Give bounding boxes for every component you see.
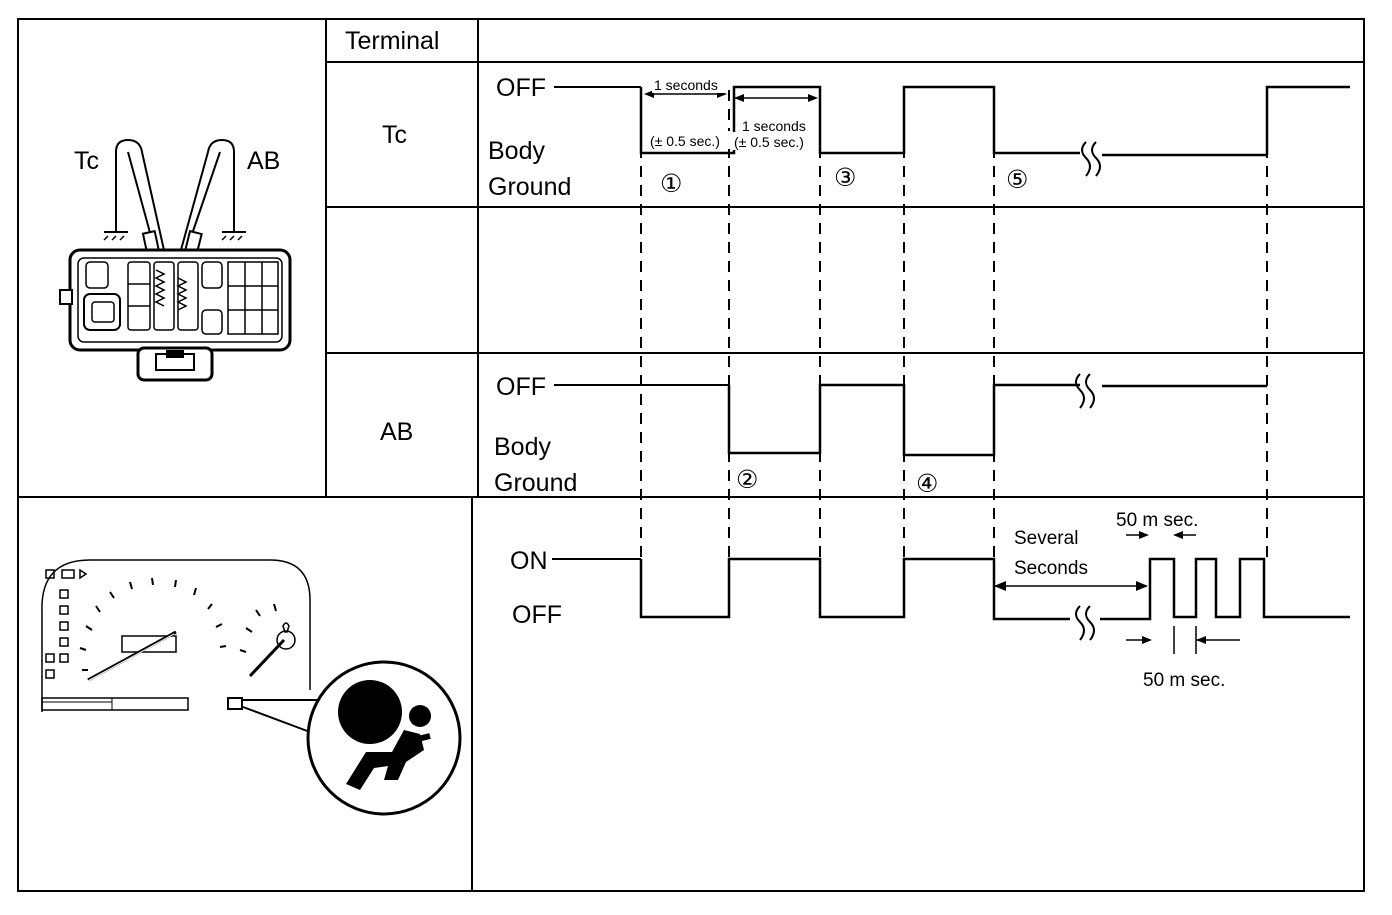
tc-off-label: OFF [496,74,546,102]
several-label: Several [1014,528,1078,549]
ab-waveform [554,373,1267,457]
terminal-header: Terminal [345,27,439,55]
dimension-arrows [644,90,1240,654]
pulse-width-bottom-label: 50 m sec. [1143,670,1225,691]
tc-body-label: Body [488,137,545,165]
step-4-marker: ④ [916,470,938,498]
connector-tc-label: Tc [74,147,99,175]
connector-illustration-icon: Tc AB [59,138,292,382]
airbag-warning-icon [306,660,462,816]
row-label-ab: AB [380,418,413,446]
break-mark-icon [1075,373,1095,409]
break-mark-icon [1075,605,1095,641]
light-on-label: ON [510,547,548,575]
instrument-cluster-icon [41,559,319,736]
timing-guides [640,90,1268,560]
tolerance-2-label: (± 0.5 sec.) [734,134,804,150]
step-5-marker: ⑤ [1006,166,1028,194]
step-3-marker: ③ [834,164,856,192]
tc-waveform [554,85,1350,177]
row-label-tc: Tc [382,121,407,149]
ab-body-label: Body [494,433,551,461]
tc-ground-label: Ground [488,173,571,201]
ab-off-label: OFF [496,373,546,401]
seconds-label: Seconds [1014,558,1088,579]
light-off-label: OFF [512,601,562,629]
step-1-marker: ① [660,170,682,198]
warning-light-waveform [552,557,1350,641]
ab-ground-label: Ground [494,469,577,497]
table-grid [17,18,1365,892]
ground-symbol-icon [103,231,246,241]
break-mark-icon [1081,141,1101,177]
duration-2-label: 1 seconds [742,118,806,134]
tolerance-1-label: (± 0.5 sec.) [650,133,720,149]
connector-ab-label: AB [247,147,280,175]
duration-1-label: 1 seconds [654,77,718,93]
pulse-width-top-label: 50 m sec. [1116,510,1198,531]
step-2-marker: ② [736,466,758,494]
